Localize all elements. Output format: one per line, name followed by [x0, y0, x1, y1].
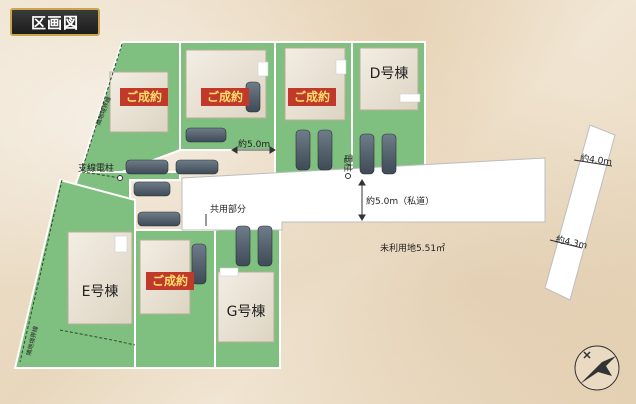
car [295, 129, 311, 171]
boundary-nw [81, 43, 123, 171]
page-title: 区画図 [10, 8, 100, 36]
road-width-short: 約5.0m [238, 138, 270, 150]
house-c [284, 47, 346, 121]
sold-badges [120, 88, 336, 290]
car [359, 133, 375, 175]
car [133, 181, 171, 197]
private-road [181, 157, 546, 231]
unused-land-label: 未利用地5.51㎡ [380, 242, 445, 254]
public-road [544, 124, 616, 301]
car [381, 133, 397, 175]
car [125, 159, 169, 175]
car [191, 243, 207, 285]
lot-g-name: G号棟 [227, 304, 266, 320]
boundary-lines [19, 43, 136, 363]
pole-icon [117, 175, 123, 181]
car [137, 211, 181, 227]
car [175, 159, 219, 175]
support-pole-label: 支線電柱 [78, 162, 114, 174]
pole-icon [345, 173, 351, 179]
car [317, 129, 333, 171]
dimension-lines [205, 146, 613, 249]
lot-b-badge: ご成約 [207, 89, 243, 104]
boundary-sw [19, 179, 63, 363]
north-arrow-icon [574, 345, 620, 391]
porches [114, 59, 421, 277]
support-wire [81, 171, 121, 179]
house-g [217, 271, 275, 343]
car [185, 127, 227, 143]
lot-e-name: E号棟 [82, 284, 119, 300]
lot-c-badge: ご成約 [294, 89, 330, 104]
lot-d-name: D号棟 [370, 66, 409, 82]
cars [125, 81, 397, 285]
pole-label: 電柱 [342, 154, 354, 172]
road [181, 124, 616, 301]
road-width-private: 約5.0m（私道） [366, 195, 434, 207]
lot-a-badge: ご成約 [126, 89, 162, 104]
car [257, 225, 273, 267]
car [235, 225, 251, 267]
shared-area-label: 共用部分 [210, 203, 246, 215]
lot-f-badge: ご成約 [152, 273, 188, 288]
